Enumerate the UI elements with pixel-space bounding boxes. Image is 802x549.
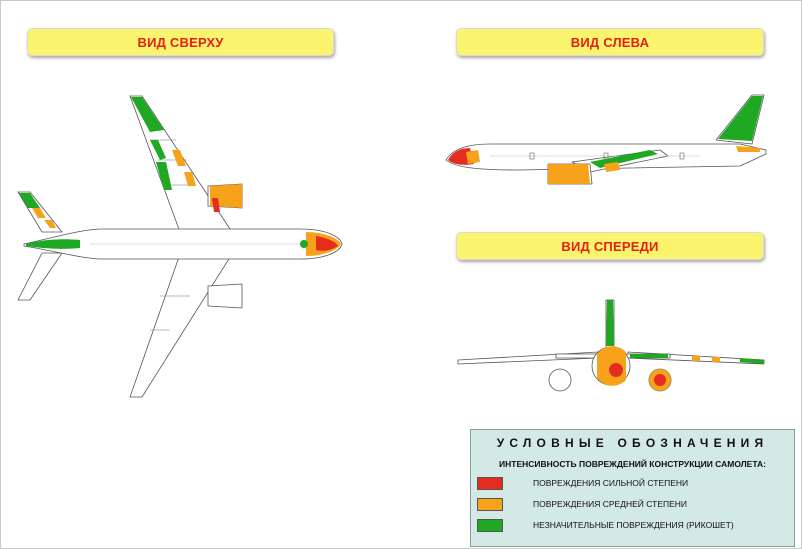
top-damage-wing-leading-green (150, 140, 166, 160)
top-damage-wingtip (131, 97, 164, 132)
view-title-front-label: ВИД СПЕРЕДИ (561, 238, 659, 254)
front-damage-wingtip-green (740, 358, 764, 364)
front-damage-fuselage-red (609, 363, 623, 377)
front-engine-left (548, 368, 572, 392)
legend-swatch-severe (477, 476, 503, 490)
top-damage-stab-orange (32, 208, 46, 218)
front-damage-engine-right-red (654, 374, 666, 386)
legend-subtitle: ИНТЕНСИВНОСТЬ ПОВРЕЖДЕНИЙ КОНСТРУКЦИИ СА… (499, 459, 766, 469)
front-damage-stab-green (630, 354, 668, 358)
top-wing-right (129, 253, 233, 398)
top-damage-engine-red (212, 198, 220, 212)
top-damage-nose-green (300, 240, 308, 248)
legend-label-severe: ПОВРЕЖДЕНИЯ СИЛЬНОЙ СТЕПЕНИ (533, 478, 689, 488)
legend-item-severe: ПОВРЕЖДЕНИЯ СИЛЬНОЙ СТЕПЕНИ (477, 476, 688, 490)
side-damage-engine (548, 164, 590, 184)
side-damage-wing-green (590, 150, 658, 168)
top-damage-wing-orange-2 (184, 172, 196, 186)
legend-title: УСЛОВНЫЕ ОБОЗНАЧЕНИЯ (496, 436, 769, 450)
view-title-top: ВИД СВЕРХУ (27, 28, 334, 56)
legend-label-minor: НЕЗНАЧИТЕЛЬНЫЕ ПОВРЕЖДЕНИЯ (РИКОШЕТ) (533, 520, 734, 530)
top-damage-stab-orange-2 (44, 220, 56, 228)
view-title-front: ВИД СПЕРЕДИ (456, 232, 764, 260)
legend-swatch-medium (477, 497, 503, 511)
front-damage-fin (606, 300, 614, 346)
top-damage-wing-green-2 (156, 162, 172, 190)
legend-item-minor: НЕЗНАЧИТЕЛЬНЫЕ ПОВРЕЖДЕНИЯ (РИКОШЕТ) (477, 518, 734, 532)
top-stabilizer-right (17, 252, 63, 301)
top-damage-nose-red (316, 236, 338, 251)
legend-label-medium: ПОВРЕЖДЕНИЯ СРЕДНЕЙ СТЕПЕНИ (533, 499, 688, 509)
legend-swatch-minor (477, 518, 503, 532)
legend-item-medium: ПОВРЕЖДЕНИЯ СРЕДНЕЙ СТЕПЕНИ (477, 497, 687, 511)
side-damage-nose-orange (466, 150, 480, 164)
top-engine-lower (207, 283, 243, 309)
top-damage-wing-orange-1 (172, 150, 186, 166)
side-damage-wing-orange (604, 162, 620, 172)
front-damage-wing-orange-1 (692, 356, 700, 361)
side-damage-fin (718, 96, 763, 141)
view-title-top-label: ВИД СВЕРХУ (137, 34, 224, 50)
top-damage-tail-green (26, 239, 80, 249)
view-title-left-label: ВИД СЛЕВА (570, 34, 650, 50)
view-title-left: ВИД СЛЕВА (456, 28, 764, 56)
side-damage-tail-orange (736, 146, 760, 152)
front-damage-wing-orange-2 (712, 357, 720, 362)
top-damage-stab-green (19, 193, 40, 208)
legend: УСЛОВНЫЕ ОБОЗНАЧЕНИЯ ИНТЕНСИВНОСТЬ ПОВРЕ… (470, 429, 795, 547)
